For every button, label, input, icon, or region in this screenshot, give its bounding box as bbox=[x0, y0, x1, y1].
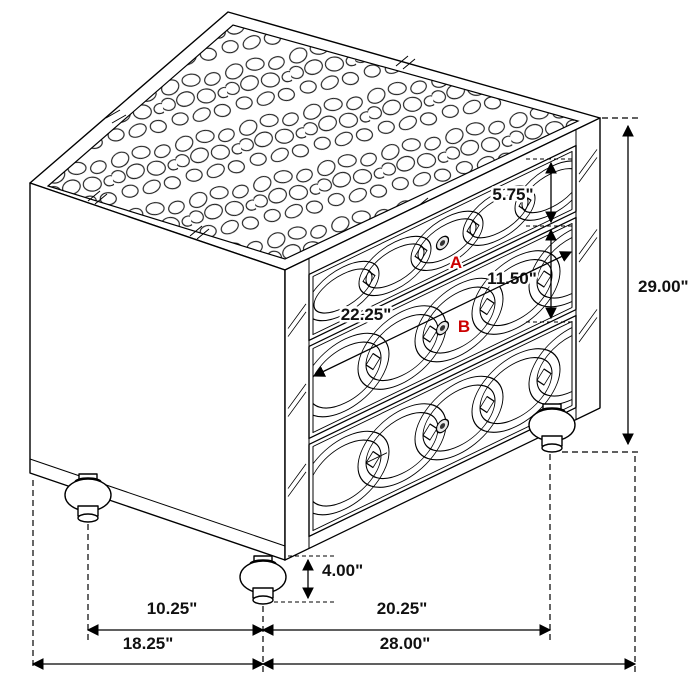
foot-front bbox=[239, 555, 287, 605]
leg-dim-ticks bbox=[274, 555, 336, 603]
tabletop bbox=[29, 11, 601, 271]
marker-b: B bbox=[458, 317, 470, 336]
drawer-bottom bbox=[308, 314, 577, 538]
side-panel-bottom-rail bbox=[29, 458, 286, 547]
dim-overall-width: 28.00" bbox=[380, 634, 431, 653]
dim-leg-span-side: 10.25" bbox=[147, 599, 198, 618]
feet bbox=[64, 403, 576, 605]
marker-a: A bbox=[450, 253, 462, 272]
drawer-bottom-knob bbox=[435, 418, 450, 434]
drawer-top-knob bbox=[435, 235, 450, 251]
dim-leg-height: 4.00" bbox=[322, 561, 363, 580]
tabletop-croc-texture bbox=[46, 24, 580, 260]
drawer-width-dimension-arrow bbox=[312, 251, 573, 377]
rim-hatch-marks bbox=[87, 55, 436, 240]
stile-hatch-marks bbox=[287, 149, 598, 497]
dim-leg-span-front: 20.25" bbox=[377, 599, 428, 618]
dim-overall-height: 29.00" bbox=[638, 277, 689, 296]
dimension-annotations: 29.00" 5.75" 11.50" 22.25" A B 4.00" 10.… bbox=[31, 117, 691, 672]
foot-left bbox=[64, 473, 112, 523]
foot-right bbox=[528, 403, 576, 453]
dim-top-drawer: 5.75" bbox=[492, 185, 533, 204]
dim-drawer-width: 22.25" bbox=[341, 305, 392, 324]
dim-overall-depth: 18.25" bbox=[123, 634, 174, 653]
